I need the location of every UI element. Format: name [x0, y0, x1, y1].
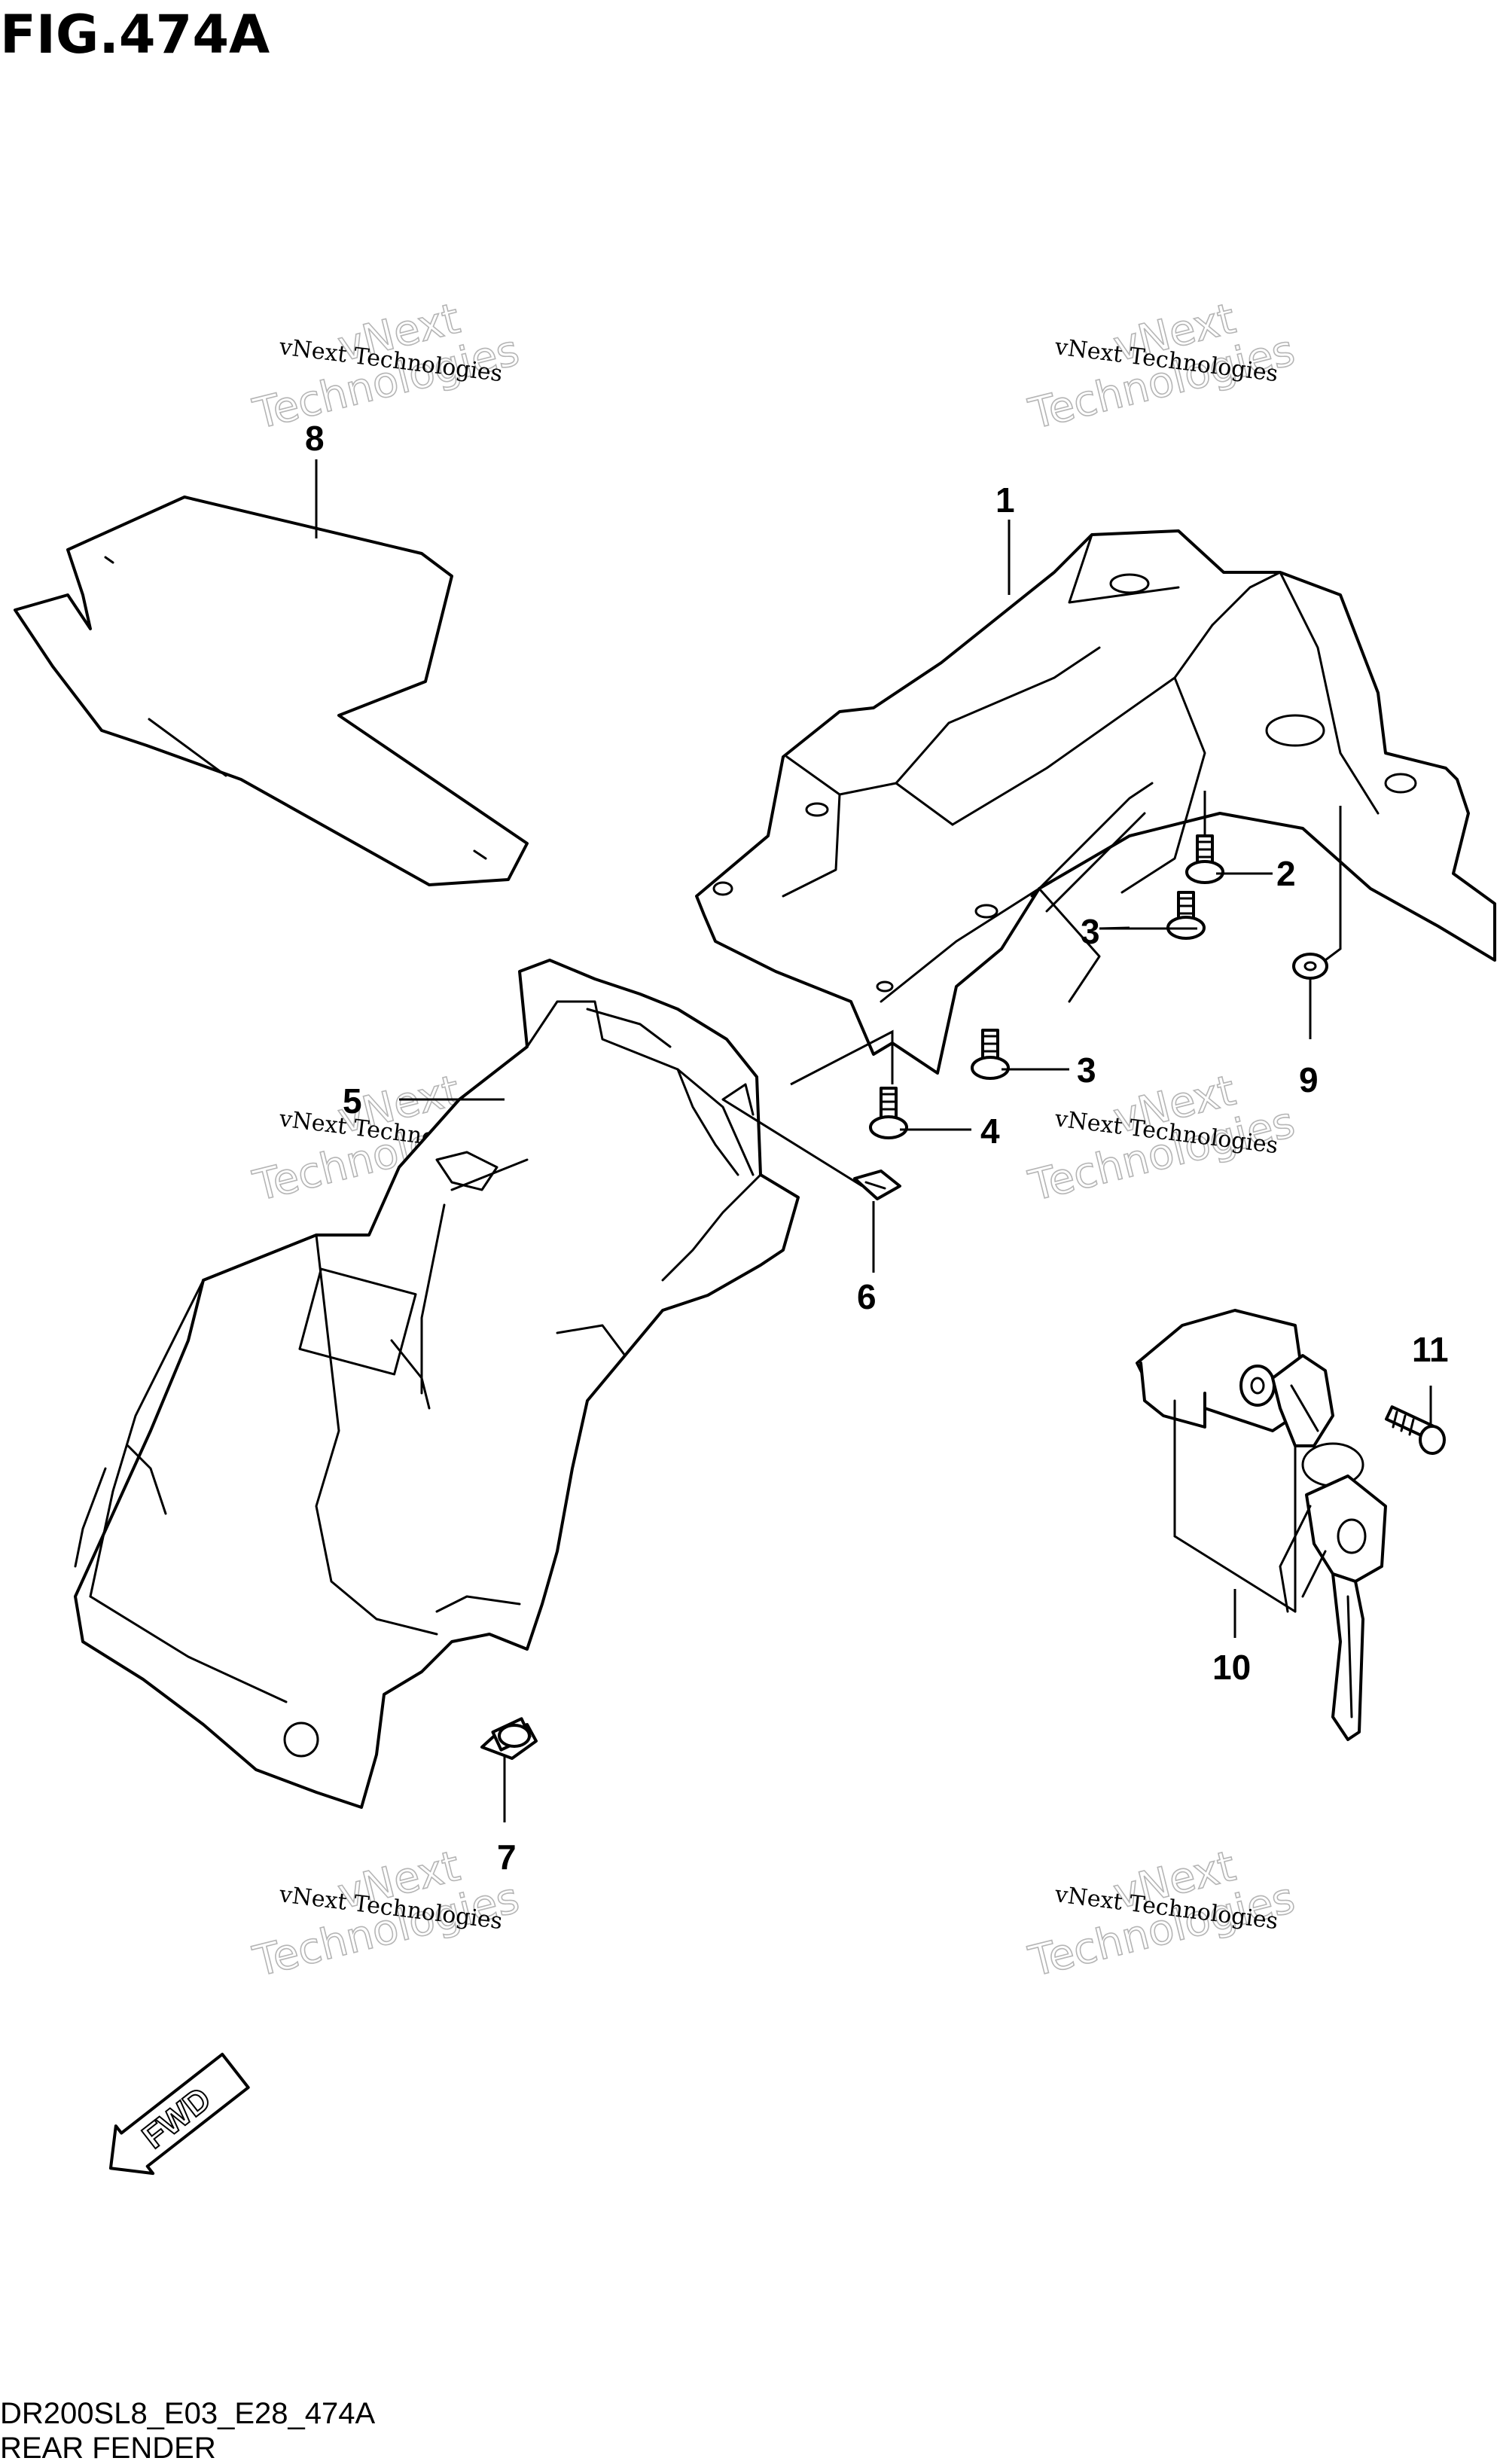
callout-2: 2 — [1276, 854, 1296, 893]
fwd-arrow-icon — [108, 2052, 250, 2176]
callout-3-lower: 3 — [1077, 1051, 1096, 1090]
part-3-bolt-upper[interactable] — [1166, 891, 1206, 940]
callout-4: 4 — [980, 1112, 1000, 1151]
callout-11: 11 — [1412, 1330, 1449, 1369]
callouts: 1 2 3 3 4 5 6 7 8 9 10 11 — [305, 419, 1449, 1877]
part-6-nut-clip[interactable] — [853, 1169, 901, 1200]
figure-title: FIG.474A — [0, 4, 270, 66]
callout-9: 9 — [1299, 1060, 1319, 1099]
callout-3-upper: 3 — [1081, 912, 1100, 951]
part-7-bolt[interactable] — [480, 1717, 538, 1760]
part-3-bolt-lower[interactable] — [971, 1029, 1010, 1080]
leader-1-to-4 — [790, 1029, 894, 1086]
watermark-mid-right: Technologies vNext vNext Technologies — [1023, 1066, 1300, 1212]
figure-code: DR200SL8_E03_E28_474A — [0, 2397, 376, 2430]
leader-lines — [315, 459, 1432, 1822]
callout-8: 8 — [305, 419, 325, 458]
callout-5: 5 — [343, 1081, 362, 1121]
leader-9 — [1309, 806, 1342, 1039]
figure-caption: REAR FENDER — [0, 2432, 216, 2464]
watermark-top-right: Technologies vNext vNext Technologies — [1023, 294, 1300, 440]
part-2-bolt[interactable] — [1185, 834, 1224, 884]
leader-3-upper — [1099, 926, 1197, 930]
callout-7: 7 — [497, 1837, 517, 1877]
leader-6 — [722, 1098, 875, 1273]
part-8-plate[interactable] — [14, 496, 529, 886]
part-10-helmet-lock[interactable] — [1136, 1309, 1387, 1741]
part-5-mud-guard[interactable] — [74, 959, 800, 1809]
callout-10: 10 — [1212, 1648, 1251, 1687]
part-11-screw[interactable] — [1385, 1405, 1446, 1455]
watermark-bottom-right: Technologies vNext vNext Technologies — [1023, 1841, 1300, 1987]
watermark-top-left: Technologies vNext vNext Technologies — [248, 294, 524, 440]
watermark-bottom-left: Technologies vNext vNext Technologies — [248, 1841, 524, 1987]
part-4-bolt[interactable] — [869, 1087, 908, 1139]
callout-6: 6 — [857, 1277, 877, 1316]
part-9-washer[interactable] — [1292, 953, 1328, 980]
fwd-arrow: FWD — [108, 2052, 250, 2176]
part-1-rear-fender[interactable] — [695, 529, 1496, 1075]
callout-1: 1 — [995, 480, 1015, 520]
